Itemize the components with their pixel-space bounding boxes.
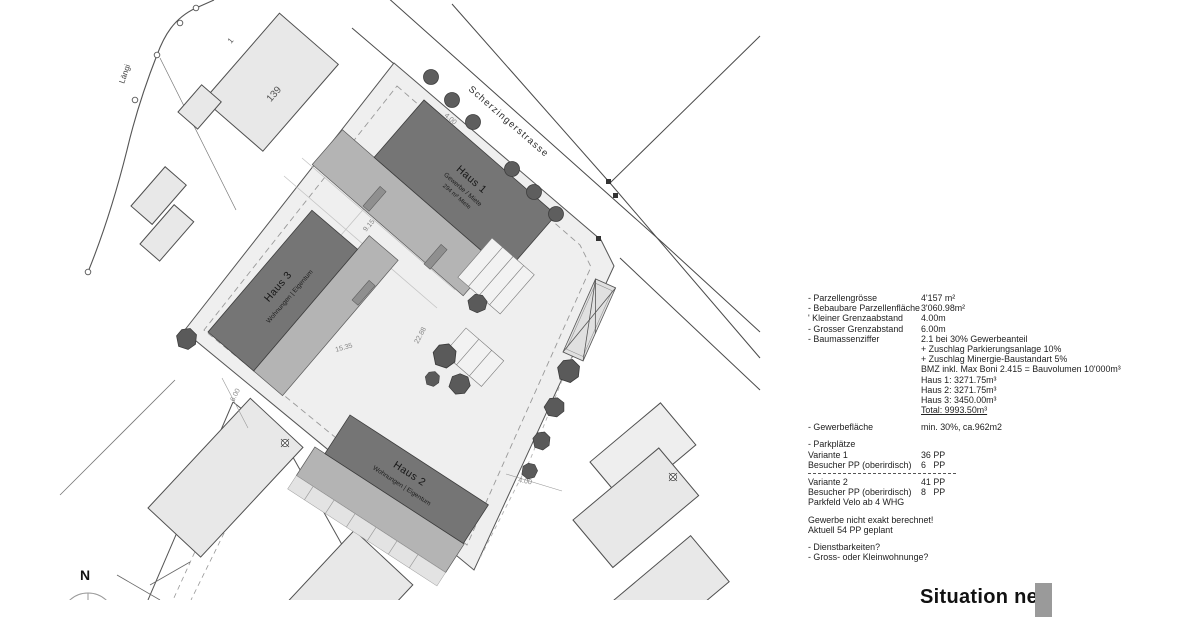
survey-markers (84, 4, 678, 482)
info-row: - Dienstbarkeiten? (808, 542, 1168, 552)
compass-north-label: N (80, 567, 90, 583)
info-row: Gewerbe nicht exakt berechnet! (808, 515, 1168, 525)
haus-3-building: Haus 3 Wohnungen | Eigentum (207, 209, 399, 397)
info-row-label (808, 395, 921, 405)
info-row-value: 4.00m (921, 313, 946, 324)
dimension-lines (221, 377, 563, 492)
landscape-boulders (176, 293, 580, 480)
entrance-bars (351, 186, 448, 306)
info-row (808, 432, 1168, 439)
info-row-label: Gewerbe nicht exakt berechnet! (808, 514, 934, 525)
site-plan: 139 1 Haus 1 Gewerbe / Miete 294 m² Miet… (59, 0, 761, 600)
info-row-value: 36 PP (921, 449, 946, 460)
divider-line (808, 473, 956, 474)
info-row (808, 415, 1168, 422)
info-row-label (808, 364, 921, 374)
street-trees (423, 69, 564, 222)
parking-stalls-court (443, 327, 505, 387)
haus-1-building: Haus 1 Gewerbe / Miete 294 m² Miete (311, 99, 557, 297)
neighbor-buildings: 139 1 (130, 12, 730, 600)
parcel-sub-label: 1 (226, 36, 236, 46)
info-row-label: - Bebaubare Parzellenfläche (808, 303, 920, 314)
info-row-value: + Zuschlag Parkierungsanlage 10% (921, 343, 1062, 354)
info-row-label (808, 344, 921, 354)
compass: N (69, 567, 107, 600)
info-row: ' Kleiner Grenzaabstand 4.00m (808, 313, 1168, 323)
info-row-label (808, 375, 921, 385)
info-row-label: Variante 2 (808, 477, 848, 487)
info-row-value: min. 30%, ca.962m2 (921, 422, 1002, 433)
info-panel: - Parzellengrösse 4'157 m²- Bebaubare Par… (808, 293, 1168, 562)
info-row-value: Total: 9993.50m³ (921, 405, 988, 416)
info-row-value: 2.1 bei 30% Gewerbeanteil (921, 333, 1028, 344)
info-row: - Gewerbefläche min. 30%, ca.962m2 (808, 422, 1168, 432)
info-row-label (808, 354, 921, 364)
info-row-label: Variante 1 (808, 449, 848, 460)
ramp-structure (562, 278, 617, 362)
info-row-label (808, 385, 921, 395)
dim-1535: 15.35 (335, 342, 354, 354)
info-row-value: 8 PP (921, 487, 946, 498)
info-row-value: BMZ inkl. Max Boni 2.415 = Bauvolumen 10… (921, 364, 1121, 375)
info-row-label: - Dienstbarkeiten? (808, 541, 881, 552)
info-row: Besucher PP (oberirdisch) 6 PP (808, 460, 1168, 470)
info-row: - Baumassenziffer 2.1 bei 30% Gewerbeante… (808, 334, 1168, 344)
info-row-label: Besucher PP (oberirdisch) (808, 459, 912, 470)
area-name-label: Längi (117, 63, 132, 85)
info-row: Parkfeld Velo ab 4 WHG (808, 497, 1168, 507)
info-row-label: - Baumassenziffer (808, 333, 880, 344)
info-row-value: 6.00m (921, 323, 946, 334)
info-row: Variante 2 41 PP (808, 477, 1168, 487)
info-row-label: - Parkplätze (808, 439, 856, 450)
info-row: - Grosser Grenzabstand 6.00m (808, 324, 1168, 334)
info-row-label (808, 405, 921, 415)
dim-400-bottom: 4.00 (518, 477, 533, 486)
info-row-label: Besucher PP (oberirdisch) (808, 487, 912, 498)
info-row (808, 470, 1168, 477)
info-row: Besucher PP (oberirdisch) 8 PP (808, 487, 1168, 497)
info-row-label: - Grosser Grenzabstand (808, 323, 904, 334)
info-row-label: - Gewerbefläche (808, 422, 874, 433)
info-row-value: Haus 1: 3271.75m³ (921, 374, 997, 385)
info-row-label: - Parzellengrösse (808, 293, 878, 303)
info-row-value: 3'060.98m² (921, 303, 966, 314)
info-row-label: - Gross- oder Kleinwohnunge? (808, 552, 929, 563)
info-row: + Zuschlag Parkierungsanlage 10% (808, 344, 1168, 354)
plan-title: Situation neu (920, 586, 1051, 608)
info-row-label: Aktuell 54 PP geplant (808, 524, 893, 535)
info-row: Total: 9993.50m³ (808, 405, 1168, 415)
neighbor-parcel-139: 139 (203, 12, 340, 152)
info-row-label: ' Kleiner Grenzaabstand (808, 313, 903, 324)
info-row (808, 535, 1168, 542)
info-row: Variante 1 36 PP (808, 450, 1168, 460)
info-row: Aktuell 54 PP geplant (808, 525, 1168, 535)
info-row-value: 41 PP (921, 477, 946, 487)
info-row: Haus 2: 3271.75m³ (808, 385, 1168, 395)
info-rows: - Parzellengrösse 4'157 m²- Bebaubare Par… (808, 293, 1168, 562)
info-row-value: Haus 2: 3271.75m³ (921, 384, 997, 395)
info-row (808, 508, 1168, 515)
info-row: - Gross- oder Kleinwohnunge? (808, 552, 1168, 562)
info-row: Haus 1: 3271.75m³ (808, 375, 1168, 385)
info-row-value: Haus 3: 3450.00m³ (921, 394, 997, 405)
info-row: BMZ inkl. Max Boni 2.415 = Bauvolumen 10… (808, 364, 1168, 374)
title-mark-rectangle (1035, 583, 1052, 617)
haus-2-building: Haus 2 Wohnungen | Eigentum (287, 414, 489, 587)
info-row-value: 4'157 m² (921, 293, 956, 303)
dim-600: 6.00 (230, 387, 242, 402)
info-row: + Zuschlag Minergie-Baustandart 5% (808, 354, 1168, 364)
info-row: - Parkplätze (808, 439, 1168, 449)
info-row-label: Parkfeld Velo ab 4 WHG (808, 497, 905, 508)
info-row: - Parzellengrösse 4'157 m² (808, 293, 1168, 303)
info-row-value: + Zuschlag Minergie-Baustandart 5% (921, 354, 1068, 365)
info-row: Haus 3: 3450.00m³ (808, 395, 1168, 405)
info-row-value: 6 PP (921, 459, 946, 470)
